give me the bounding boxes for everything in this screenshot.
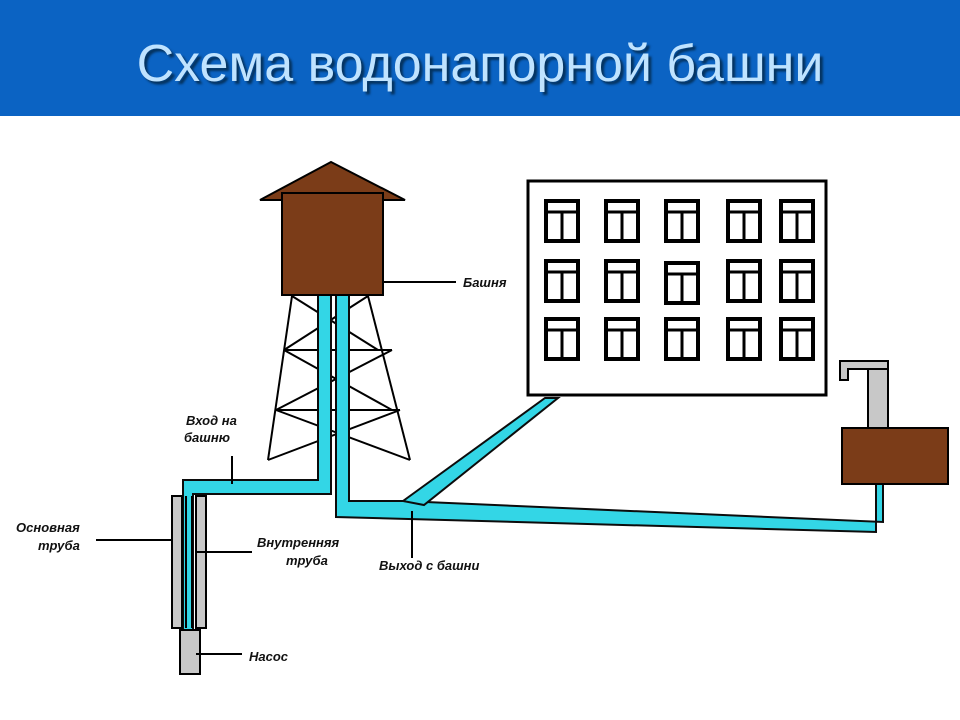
- well-main-pipe: [171, 495, 207, 629]
- inlet-label-line2: башню: [184, 430, 230, 445]
- building-branch-pipe: [400, 397, 561, 507]
- page-title: Схема водонапорной башни: [136, 35, 824, 93]
- inlet-label-line1: Вход на: [186, 413, 237, 428]
- consumer-tank: [839, 360, 949, 485]
- inner-pipe-label-line1: Внутренняя: [257, 535, 340, 550]
- tower-label: Башня: [463, 275, 507, 290]
- title-banner: [0, 0, 960, 116]
- water-pipes: [182, 293, 884, 635]
- pump-label: Насос: [249, 649, 289, 664]
- leader-lines: [96, 281, 456, 655]
- building: [526, 179, 828, 397]
- outlet-label: Выход с башни: [379, 558, 480, 573]
- tower-tank: [259, 160, 406, 296]
- inner-pipe-label-line2: труба: [286, 553, 328, 568]
- pump: [179, 629, 201, 675]
- main-pipe-label-line2: труба: [38, 538, 80, 553]
- outlet-riser-pipe: [335, 293, 884, 534]
- main-pipe-label-line1: Основная: [16, 520, 80, 535]
